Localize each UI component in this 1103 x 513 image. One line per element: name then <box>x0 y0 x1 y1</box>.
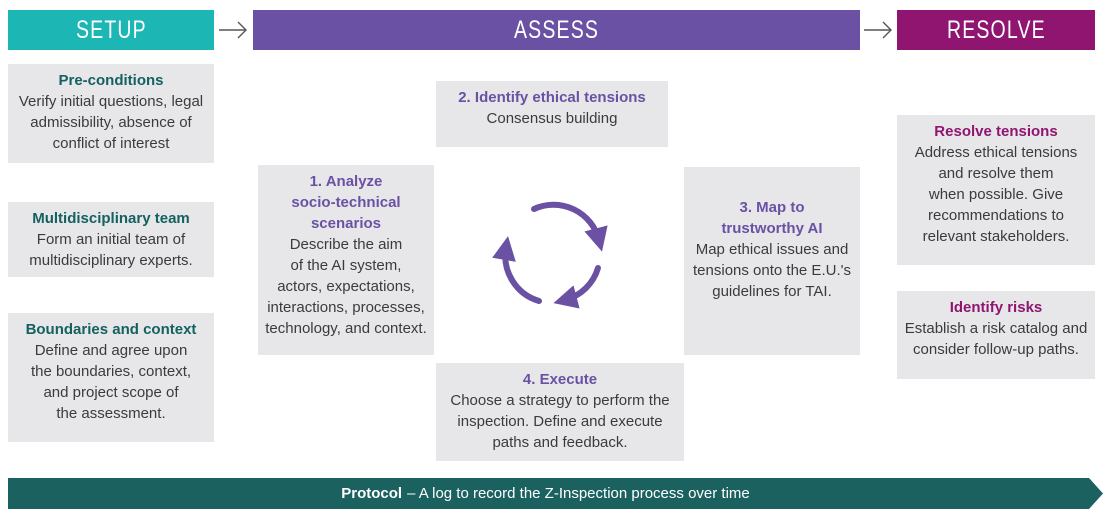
protocol-label: Protocol <box>341 485 403 502</box>
setup-box-boundaries: Boundaries and context Define and agree … <box>8 313 214 442</box>
box-description: Verify initial questions, legal admissib… <box>18 93 204 152</box>
arrow-right-icon <box>219 21 247 39</box>
phase-setup-label: SETUP <box>75 15 147 44</box>
box-title: 1. Analyze socio-technical scenarios <box>291 173 401 232</box>
box-title: Identify risks <box>949 299 1043 316</box>
box-description: Map ethical issues and tensions onto the… <box>693 241 851 300</box>
phase-assess: ASSESS <box>253 10 860 50</box>
box-description: Consensus building <box>486 110 618 127</box>
box-title: Boundaries and context <box>25 321 197 338</box>
arrow-right-icon <box>864 21 892 39</box>
box-description: Choose a strategy to perform the inspect… <box>450 392 670 451</box>
box-title: Multidisciplinary team <box>32 210 190 227</box>
box-title: 4. Execute <box>522 371 598 388</box>
box-description: Describe the aim of the AI system, actor… <box>265 236 427 337</box>
box-title: 2. Identify ethical tensions <box>458 89 646 106</box>
phase-setup: SETUP <box>8 10 214 50</box>
cycle-icon <box>492 201 608 309</box>
box-description: Address ethical tensions and resolve the… <box>914 144 1078 245</box>
box-description: Define and agree upon the boundaries, co… <box>30 342 192 422</box>
phase-resolve-label: RESOLVE <box>946 15 1046 44</box>
phase-assess-label: ASSESS <box>513 15 600 44</box>
box-title: 3. Map to trustworthy AI <box>721 199 823 237</box>
protocol-description: – A log to record the Z-Inspection proce… <box>407 485 750 502</box>
box-description: Establish a risk catalog and consider fo… <box>904 320 1088 358</box>
protocol-bar <box>8 478 1103 509</box>
assess-box-analyze: 1. Analyze socio-technical scenarios Des… <box>258 165 434 355</box>
resolve-box-tensions: Resolve tensions Address ethical tension… <box>897 115 1095 265</box>
box-title: Pre-conditions <box>58 72 164 89</box>
setup-box-team: Multidisciplinary team Form an initial t… <box>8 202 214 277</box>
assess-box-identify-tensions: 2. Identify ethical tensions Consensus b… <box>436 81 668 147</box>
phase-resolve: RESOLVE <box>897 10 1095 50</box>
assess-box-execute: 4. Execute Choose a strategy to perform … <box>436 363 684 461</box>
box-title: Resolve tensions <box>934 123 1058 140</box>
assess-box-map-tai: 3. Map to trustworthy AI Map ethical iss… <box>684 167 860 355</box>
protocol-text: Protocol – A log to record the Z-Inspect… <box>8 478 1083 509</box>
setup-box-preconditions: Pre-conditions Verify initial questions,… <box>8 64 214 163</box>
box-description: Form an initial team of multidisciplinar… <box>29 231 193 269</box>
resolve-box-risks: Identify risks Establish a risk catalog … <box>897 291 1095 379</box>
